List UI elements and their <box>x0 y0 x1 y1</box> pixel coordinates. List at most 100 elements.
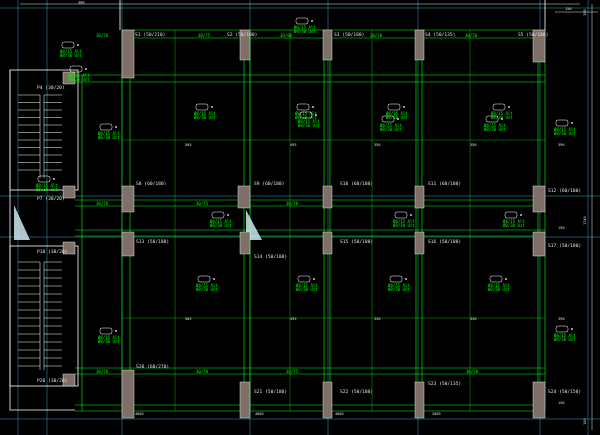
rebar-tag-box <box>197 275 211 283</box>
structure-outlines <box>9 0 546 411</box>
column <box>414 29 425 61</box>
rebar-note-line: Ø8/30 Ust <box>36 187 58 192</box>
rebar-note-line: Ø8/30 Ust <box>554 337 576 342</box>
column <box>532 29 546 63</box>
slab-label-p4: P4 (30/20) <box>37 85 65 91</box>
column <box>239 29 251 61</box>
rebar-tag-dot <box>410 214 412 216</box>
rebar-note-line: Ø8/15 Alt <box>196 283 218 288</box>
rebar-tag-box <box>299 111 313 119</box>
rebar-note-line: Ø8/30 Ust <box>393 223 415 228</box>
rebar-tag-dot <box>77 44 79 46</box>
rebar-note-line: Ø8/15 Alt <box>98 131 120 136</box>
column <box>121 185 135 213</box>
rebar-note-line: Ø8/15 Alt <box>295 111 317 116</box>
column <box>414 381 425 419</box>
rebar-tag-box <box>61 41 75 49</box>
rebar-tag-dot <box>313 278 315 280</box>
span-label: 350 <box>470 317 477 321</box>
outer-wall <box>9 70 75 411</box>
rebar-note-line: Ø8/15 Alt <box>388 283 410 288</box>
rebar-note-line: Ø8/30 Ust <box>491 115 513 120</box>
rebar-note-line: Ø8/15 Alt <box>491 111 513 116</box>
slab-label-s10: S10 (60/180) <box>340 181 373 187</box>
rebar-tag-box <box>297 275 311 283</box>
beam-label: 30/70 <box>196 369 209 374</box>
slab-label-s5: S5 (50/180) <box>518 32 548 38</box>
span-label: 350 <box>374 143 381 147</box>
beam-label: 30/70 <box>96 201 109 206</box>
column <box>239 381 251 419</box>
misc-label: 4005 <box>135 412 144 416</box>
slab-label-s21: S21 (50/180) <box>254 389 287 395</box>
rebar-tag-dot <box>405 278 407 280</box>
rebar-note-line: Ø8/15 Alt <box>194 111 216 116</box>
rebar-tag-dot <box>571 122 573 124</box>
dimension-lines <box>20 3 598 430</box>
slab-label-s17: S17 (50/180) <box>548 243 581 249</box>
rebar-note-line: Ø8/15 Alt <box>210 219 232 224</box>
slab-label-s23: S23 (50/135) <box>428 381 461 387</box>
rebar-tag-box <box>389 275 403 283</box>
rebar-tag-dot <box>397 118 399 120</box>
beam-label: 30/70 <box>96 369 109 374</box>
rebar-tag-dot <box>520 214 522 216</box>
rebar-tag-box <box>296 103 310 111</box>
span-label: 150 <box>558 401 565 405</box>
misc-label: 2005 <box>432 412 441 416</box>
rebar-tag-dot <box>53 178 55 180</box>
column <box>62 71 76 85</box>
rebar-tag-box <box>37 175 51 183</box>
column <box>532 231 546 257</box>
rebar-tag-box <box>211 211 225 219</box>
beam-label: 30/70 <box>465 33 478 38</box>
rebar-tag-dot <box>115 330 117 332</box>
rebar-tag-dot <box>403 106 405 108</box>
rebar-tag-dot <box>508 106 510 108</box>
top-dimension: 300 <box>78 1 85 5</box>
rebar-tag-box <box>195 103 209 111</box>
rebar-note-line: Ø8/30 Ust <box>386 115 408 120</box>
rebar-note-line: Ø8/15 Alt <box>68 73 90 78</box>
beam-label: 30/75 <box>198 33 211 38</box>
rebar-tag-dot <box>115 126 117 128</box>
beam-label: 30/75 <box>286 369 299 374</box>
column <box>322 29 333 61</box>
span-label: 390 <box>558 143 565 147</box>
rebar-note-line: Ø8/30 Ust <box>196 287 218 292</box>
rebar-tag-dot <box>85 68 87 70</box>
slab-label-s16: S16 (50/180) <box>428 239 461 245</box>
rebar-note-line: Ø8/15 Alt <box>296 283 318 288</box>
rebar-note-line: Ø8/15 Alt <box>380 123 402 128</box>
span-label: 495 <box>290 143 297 147</box>
span-label: 350 <box>470 143 477 147</box>
rebar-note-line: Ø8/30 Ust <box>503 223 525 228</box>
rebar-tag-box <box>492 103 506 111</box>
misc-label: 4005 <box>335 412 344 416</box>
rebar-note-line: Ø8/15 Alt <box>554 333 576 338</box>
rebar-note-line: Ø8/15 Alt <box>393 219 415 224</box>
slab-label-p20: P20 (30/20) <box>37 378 67 384</box>
rebar-tag-dot <box>227 214 229 216</box>
rebar-note-line: Ø8/30 Ust <box>68 77 90 82</box>
rebar-tag-box <box>489 275 503 283</box>
column <box>121 369 135 419</box>
beam-label: 30/70 <box>466 369 479 374</box>
rebar-tag-dot <box>211 106 213 108</box>
column <box>532 185 546 213</box>
